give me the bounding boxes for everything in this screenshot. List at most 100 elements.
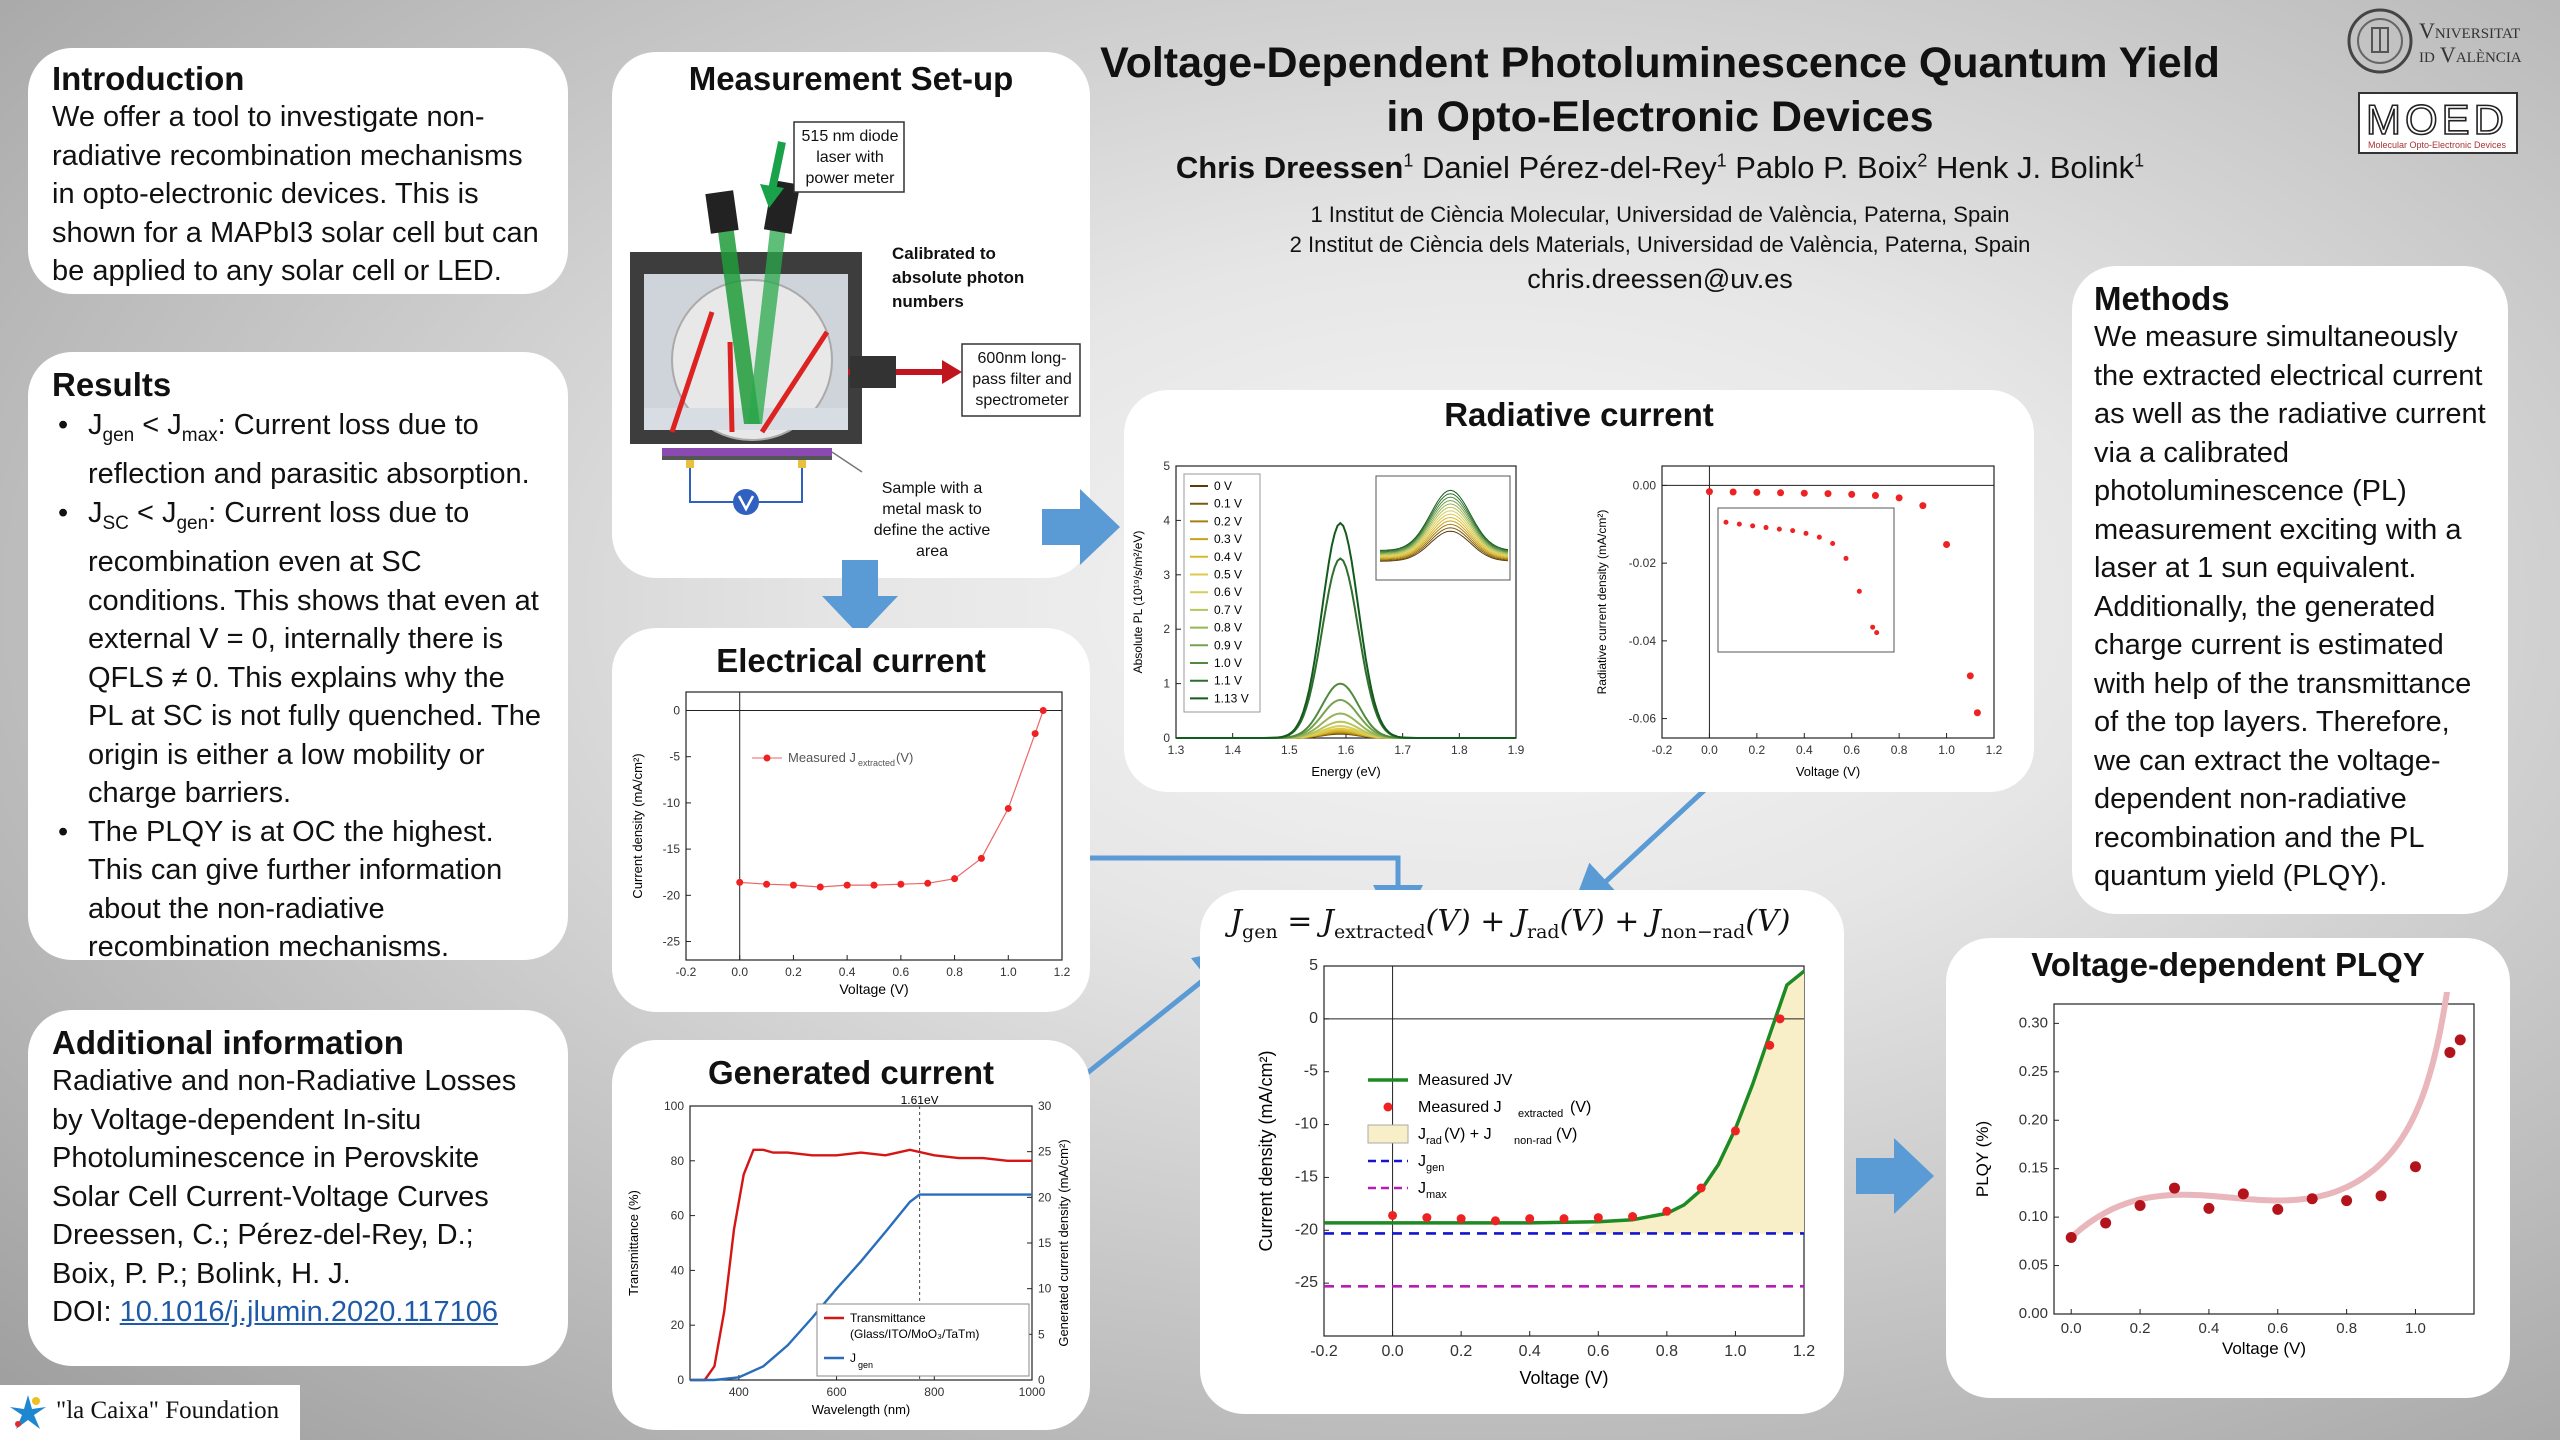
uv-logo: Vniversitat id València [2345, 6, 2545, 76]
legend-label: 0.7 V [1214, 603, 1242, 617]
y-tick-label: 0.00 [2019, 1305, 2048, 1322]
x-axis-label: Voltage (V) [1796, 764, 1860, 779]
data-point [897, 880, 905, 888]
current-balance-equation: Jgen = Jextracted(V) + Jrad(V) + Jnon−ra… [1230, 904, 1791, 943]
additional-info-text: Radiative and non-Radiative Losses by Vo… [52, 1065, 517, 1213]
x-tick-label: 1.2 [1054, 965, 1071, 979]
x-tick-label: 1.3 [1168, 743, 1185, 757]
y-tick-label: 0.25 [2019, 1063, 2048, 1080]
data-point [1559, 1214, 1569, 1224]
data-point [1871, 492, 1879, 500]
legend-marker [1383, 1102, 1393, 1112]
x-tick-label: 1.7 [1394, 743, 1411, 757]
legend-label: 0.5 V [1214, 568, 1242, 582]
x-tick-label: 0.0 [1701, 743, 1718, 757]
data-point [2168, 1182, 2180, 1194]
data-point [1004, 804, 1012, 812]
legend-label: 0.6 V [1214, 585, 1242, 599]
y-tick-label: 3 [1163, 568, 1170, 582]
results-bullet-1: Jgen < Jmax: Current loss due to reflect… [52, 406, 544, 494]
legend-sub: non-rad [1514, 1135, 1552, 1147]
x-tick-label: 1.0 [1000, 965, 1017, 979]
y2-tick-label: 0 [1038, 1373, 1045, 1387]
x-tick-label: 0.2 [1749, 743, 1766, 757]
data-point [2237, 1188, 2249, 1200]
data-point [2444, 1046, 2456, 1058]
y-tick-label: 60 [671, 1209, 685, 1223]
data-point [924, 879, 932, 887]
data-point [1973, 709, 1981, 717]
x-tick-label: 1.2 [1793, 1343, 1815, 1360]
data-point [1729, 488, 1737, 496]
jv-card: Jgen = Jextracted(V) + Jrad(V) + Jnon−ra… [1200, 890, 1844, 1414]
author-3: Pablo P. Boix [1735, 150, 1918, 185]
x-tick-label: 0.8 [1656, 1343, 1678, 1360]
data-point [2341, 1195, 2353, 1207]
inset-point [1790, 528, 1796, 534]
data-point [870, 881, 878, 889]
additional-info-card: Additional information Radiative and non… [28, 1010, 568, 1366]
inset-line [1379, 496, 1509, 553]
y-tick-label: -15 [1295, 1168, 1318, 1185]
data-point [2203, 1202, 2215, 1214]
x-tick-label: 1.0 [1938, 743, 1955, 757]
x-tick-label: 0.8 [946, 965, 963, 979]
y-tick-label: 0.00 [1633, 478, 1657, 492]
x-tick-label: -0.2 [676, 965, 697, 979]
y-axis-label: Transmittance (%) [626, 1190, 641, 1296]
inset-line [1379, 516, 1509, 559]
y2-axis-label: Generated current density (mA/cm²) [1056, 1139, 1071, 1346]
x-tick-label: 0.0 [731, 965, 748, 979]
inset-line [1379, 489, 1509, 551]
generated-title: Generated current [707, 1054, 995, 1091]
x-tick-label: 0.6 [893, 965, 910, 979]
inset-point [1750, 523, 1756, 529]
y-tick-label: -25 [663, 935, 681, 949]
inset-point [1803, 530, 1809, 536]
nonrad-area [1581, 971, 1804, 1234]
legend-end: (V) [1556, 1126, 1577, 1143]
legend-label: J [1418, 1153, 1426, 1170]
x-tick-label: -0.2 [1310, 1343, 1338, 1360]
y-axis-label: Radiative current density (mA/cm²) [1595, 510, 1609, 695]
x-tick-label: 1000 [1019, 1385, 1046, 1399]
legend-box [816, 1303, 1030, 1377]
data-point [1753, 488, 1761, 496]
legend-sub: gen [858, 1360, 873, 1370]
y-tick-label: -10 [1295, 1116, 1318, 1133]
y2-tick-label: 10 [1038, 1282, 1052, 1296]
poster-header: Voltage-Dependent Photoluminescence Quan… [1040, 36, 2280, 295]
data-point [1765, 1040, 1775, 1050]
jv-curve [1324, 969, 1806, 1225]
inset-point [1723, 519, 1729, 525]
transmittance-line [690, 1148, 1032, 1382]
y-tick-label: 80 [671, 1154, 685, 1168]
trend-line [2068, 992, 2451, 1241]
down-arrow-icon [822, 560, 898, 636]
jgen-line [690, 1193, 1032, 1382]
y-tick-label: 0 [1309, 1010, 1318, 1027]
setup-calibration-label: Calibrated to absolute photon numbers [892, 244, 1025, 311]
y-tick-label: 0.05 [2019, 1257, 2048, 1274]
data-point [1039, 706, 1047, 714]
plot-frame [1661, 465, 1995, 739]
affiliation-2: 2 Institut de Ciència dels Materials, Un… [1289, 232, 2031, 257]
doi-link[interactable]: 10.1016/j.jlumin.2020.117106 [119, 1296, 499, 1328]
x-tick-label: 800 [924, 1385, 944, 1399]
plot-frame [2053, 1003, 2475, 1315]
y-tick-label: -25 [1295, 1274, 1318, 1291]
y-axis-label: Absolute PL (10¹⁹/s/m²/eV) [1131, 531, 1145, 674]
data-point [816, 883, 824, 891]
x-tick-label: 0.8 [2336, 1320, 2357, 1337]
methods-title: Methods [2094, 280, 2230, 317]
inset-point [1816, 534, 1822, 540]
results-bullet-2: JSC < Jgen: Current loss due to recombin… [52, 494, 544, 813]
y2-tick-label: 30 [1038, 1099, 1052, 1113]
x-tick-label: 0.4 [1796, 743, 1813, 757]
results-bullet-3: The PLQY is at OC the highest. This can … [52, 813, 544, 967]
reference-doi-line: DOI: 10.1016/j.jlumin.2020.117106 [52, 1296, 499, 1328]
inset-line [1379, 523, 1509, 560]
